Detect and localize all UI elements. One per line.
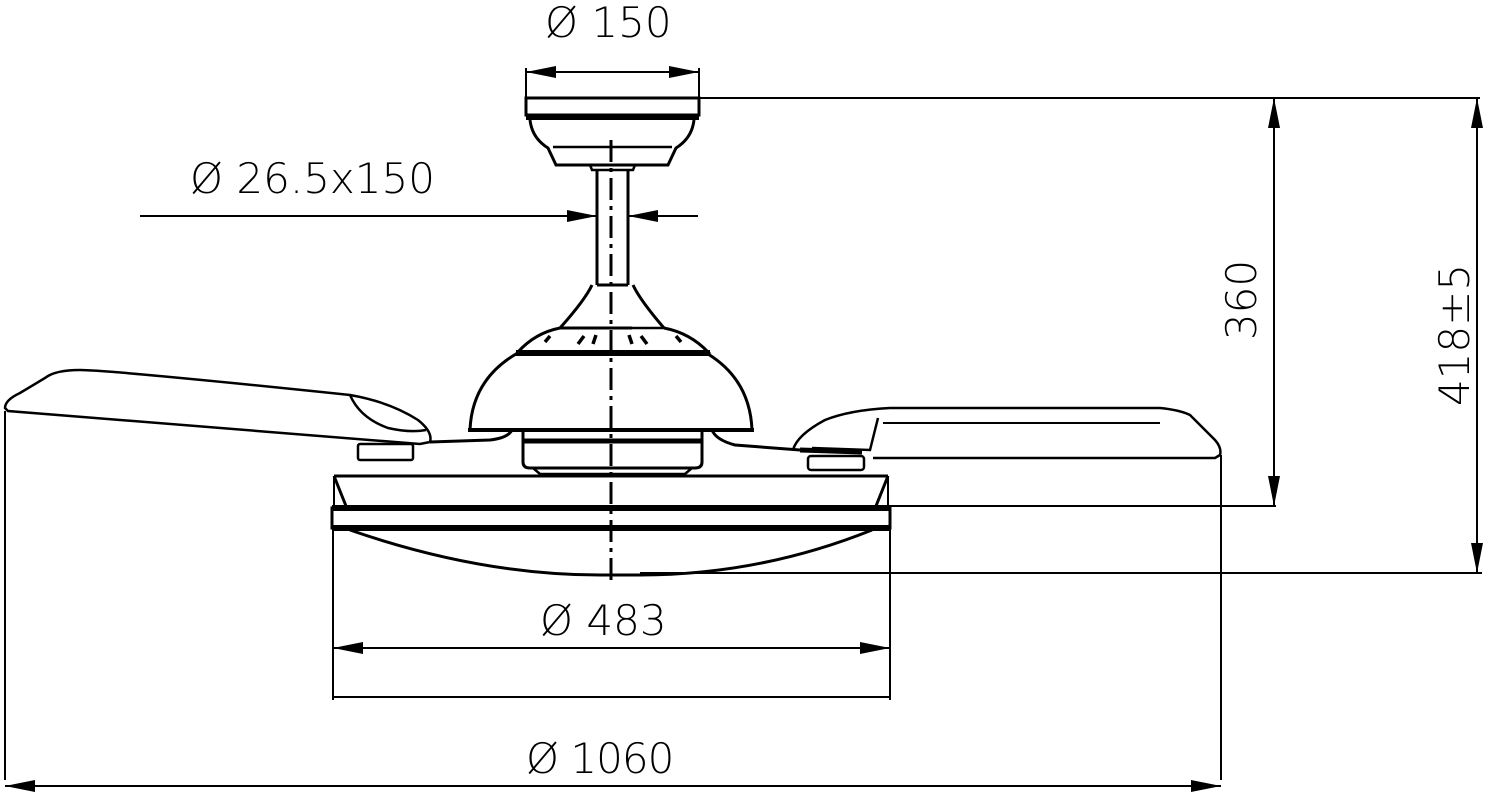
light-diameter-label: Ø 483: [540, 596, 667, 645]
ceiling-canopy: [526, 98, 699, 170]
overall-height-label: 418±5: [1430, 263, 1479, 407]
right-blade: [793, 408, 1221, 780]
canopy-diameter-label: Ø 150: [545, 0, 672, 47]
dim-light-diameter: [333, 528, 890, 700]
dim-height-360: [699, 98, 1480, 506]
left-blade: [5, 370, 431, 780]
motor-housing: [430, 285, 800, 474]
height-360-label: 360: [1217, 259, 1266, 341]
dim-canopy-diameter: [526, 66, 699, 98]
dim-height-418: [640, 98, 1483, 573]
blade-span-label: Ø 1060: [526, 734, 674, 783]
downrod-label: Ø 26.5x150: [190, 154, 435, 203]
